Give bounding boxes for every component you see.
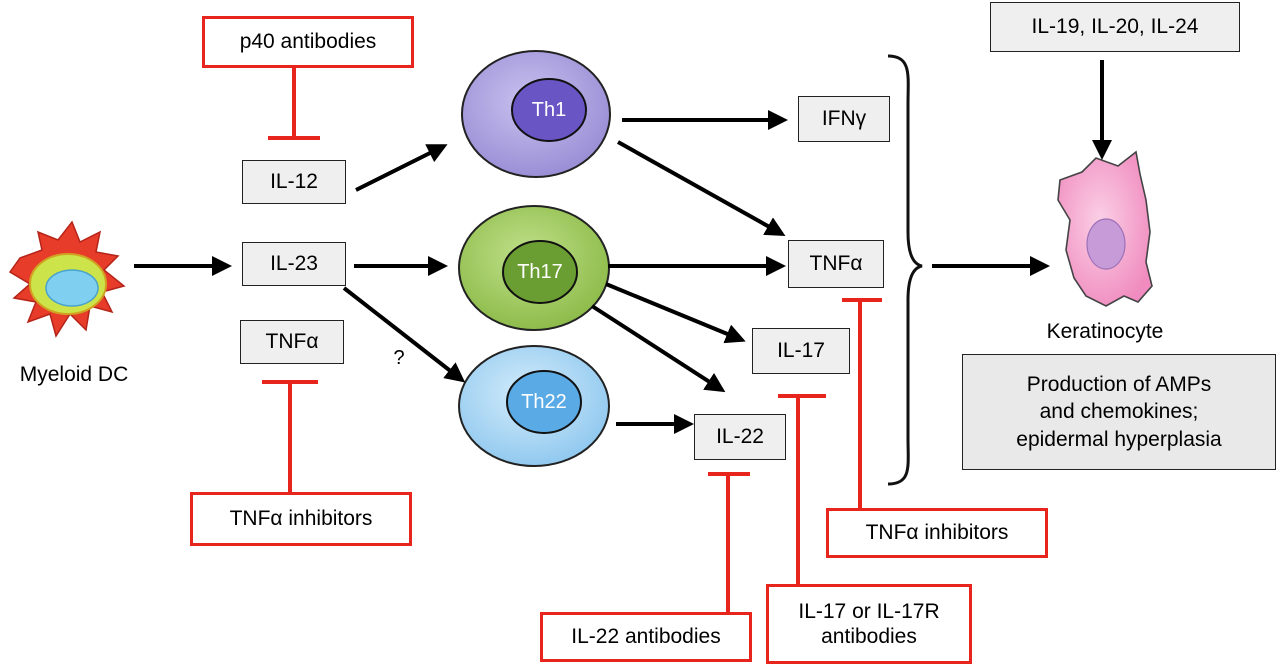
p40-antibodies-box: p40 antibodies	[202, 16, 414, 68]
th1-cell-icon	[461, 50, 611, 178]
outcome-panel: Production of AMPs and chemokines; epide…	[962, 354, 1276, 470]
outcome-line-3: epidermal hyperplasia	[1016, 427, 1222, 451]
th22-cell-icon	[458, 345, 610, 467]
il17-box: IL-17	[752, 328, 850, 374]
tnfa-left-box: TNFα	[240, 320, 344, 364]
keratinocyte-cell-icon	[1057, 150, 1153, 307]
il22-box: IL-22	[694, 414, 786, 460]
myeloid-dc-label: Myeloid DC	[19, 363, 129, 387]
arrow-th17-to-il22	[590, 304, 726, 393]
arrow-il12-to-th1	[355, 144, 448, 192]
pathway-arrows	[134, 60, 1112, 434]
il12-box: IL-12	[242, 160, 346, 204]
il23-box: IL-23	[242, 242, 346, 286]
dendritic-cell-icon	[8, 220, 126, 338]
il19-il20-il24-box: IL-19, IL-20, IL-24	[990, 2, 1240, 52]
grouping-brace	[887, 54, 923, 486]
th22-label: Th22	[521, 391, 567, 413]
tnfa-inhibitors-left-box: TNFα inhibitors	[190, 492, 412, 546]
arrow-th1-to-tnfa	[617, 140, 786, 236]
th1-label: Th1	[531, 99, 567, 121]
outcome-line-1: Production of AMPs	[1026, 373, 1212, 397]
il17-antibodies-line2: antibodies	[821, 625, 917, 648]
inhibitor-lines	[262, 68, 882, 612]
il17-antibodies-box: IL-17 or IL-17R antibodies	[766, 584, 972, 664]
outcome-line-2: and chemokines;	[1039, 400, 1199, 424]
ifng-box: IFNγ	[798, 96, 890, 142]
arrow-th17-to-il17	[605, 282, 746, 344]
th17-label: Th17	[517, 261, 563, 283]
uncertain-marker: ?	[393, 347, 405, 369]
tnfa-inhibitors-right-box: TNFα inhibitors	[826, 508, 1048, 558]
tnfa-right-box: TNFα	[788, 240, 884, 288]
il17-antibodies-line1: IL-17 or IL-17R	[798, 599, 940, 623]
il22-antibodies-box: IL-22 antibodies	[540, 612, 752, 662]
arrow-il23-to-th22	[342, 286, 466, 383]
keratinocyte-label: Keratinocyte	[1046, 320, 1164, 344]
